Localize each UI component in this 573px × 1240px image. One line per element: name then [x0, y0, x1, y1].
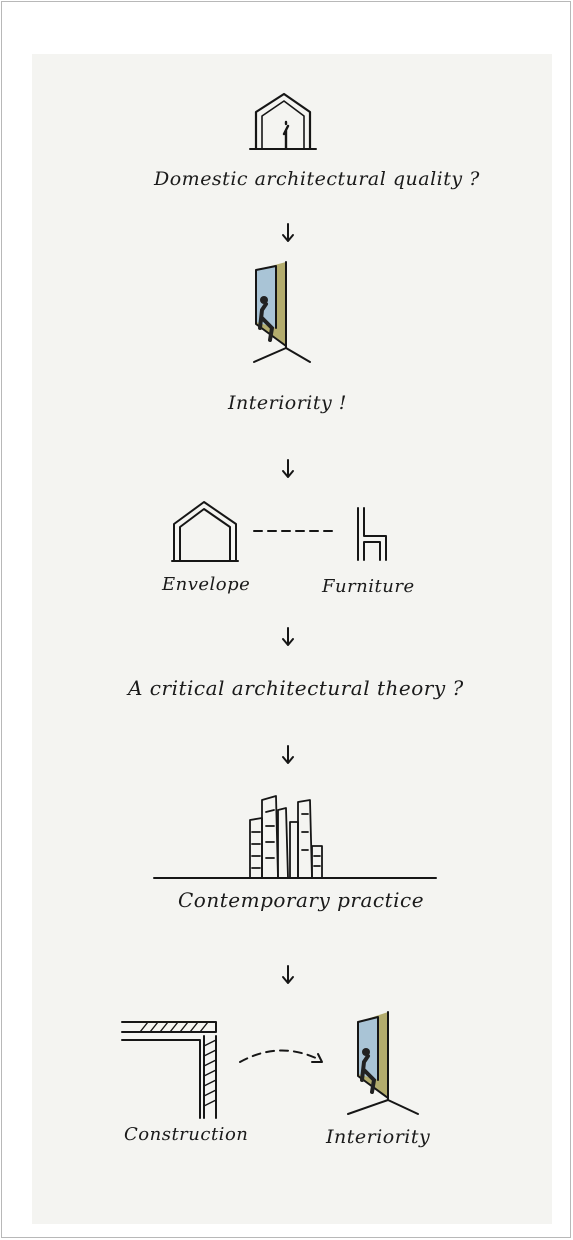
down-arrow-icon — [282, 459, 294, 478]
house-with-figure-icon — [249, 92, 317, 150]
label-critical-theory: A critical architectural theory ? — [128, 676, 464, 700]
window-seat-icon — [347, 1011, 419, 1115]
skyline-icon — [153, 795, 437, 879]
dashed-curved-arrow — [239, 1049, 323, 1063]
label-furniture: Furniture — [322, 576, 415, 597]
label-construction: Construction — [124, 1124, 249, 1145]
label-interiority-1: Interiority ! — [228, 392, 347, 414]
down-arrow-icon — [282, 965, 294, 984]
label-contemporary-practice: Contemporary practice — [178, 888, 425, 912]
house-outline-icon — [171, 501, 239, 562]
label-domestic-quality: Domestic architectural quality ? — [154, 168, 480, 190]
down-arrow-icon — [282, 627, 294, 646]
label-interiority-2: Interiority — [326, 1126, 431, 1148]
down-arrow-icon — [282, 223, 294, 242]
wall-section-icon — [121, 1021, 217, 1119]
window-seat-icon — [253, 261, 311, 363]
dashed-link — [253, 530, 333, 532]
chair-icon — [357, 507, 387, 561]
label-envelope: Envelope — [162, 574, 251, 595]
down-arrow-icon — [282, 745, 294, 764]
